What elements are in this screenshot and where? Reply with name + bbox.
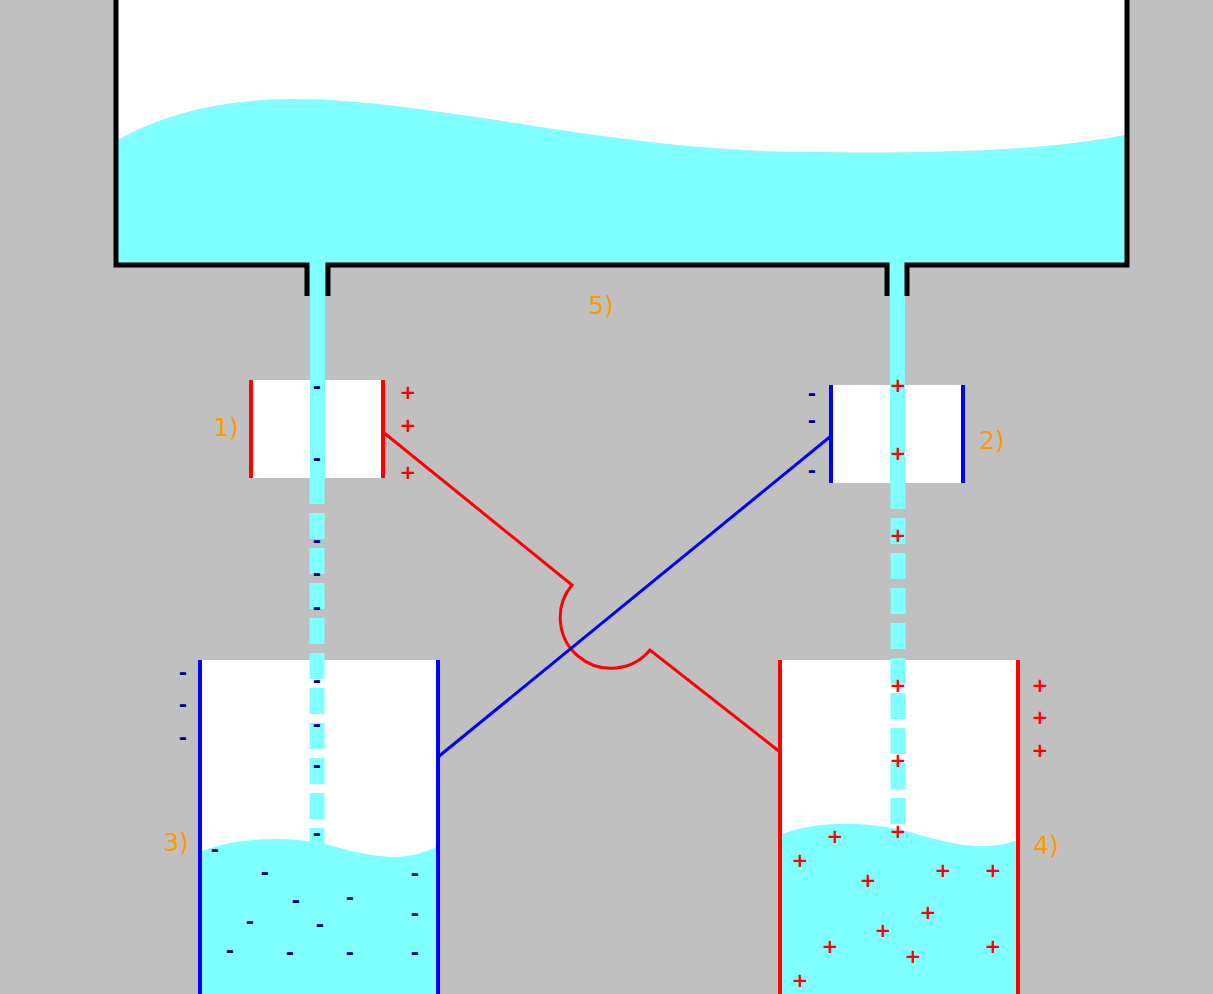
charge-sign: - [179, 727, 187, 747]
bucket-3-wall [436, 660, 440, 994]
tank-air [118, 0, 1125, 152]
charge-sign: + [1032, 675, 1049, 695]
charge-sign: + [935, 860, 952, 880]
charge-sign: - [292, 890, 300, 910]
charge-sign: - [808, 410, 816, 430]
callout-number: 4) [1033, 833, 1059, 858]
charge-sign: + [860, 870, 877, 890]
charge-sign: - [286, 942, 294, 962]
ring-1-wall [381, 380, 385, 478]
right-drops [891, 483, 906, 838]
charge-sign: + [792, 850, 809, 870]
callout-number: 5) [588, 293, 614, 318]
charge-sign: - [211, 839, 219, 859]
charge-sign: + [400, 415, 417, 435]
charge-sign: - [179, 694, 187, 714]
charge-sign: - [313, 448, 321, 468]
charge-sign: - [179, 662, 187, 682]
charge-sign: - [261, 862, 269, 882]
charge-sign: + [985, 860, 1002, 880]
charge-sign: - [808, 383, 816, 403]
charge-sign: - [346, 887, 354, 907]
tank-outline [116, 0, 1127, 296]
charge-sign: - [411, 863, 419, 883]
ring-2 [830, 385, 963, 483]
jet-in-ring-2 [890, 385, 905, 483]
charge-sign: - [313, 714, 321, 734]
charge-sign: + [890, 821, 907, 841]
charge-sign: + [400, 382, 417, 402]
bucket-3-wall [198, 660, 202, 994]
charge-sign: + [827, 826, 844, 846]
charge-sign: - [316, 914, 324, 934]
charge-sign: + [890, 375, 907, 395]
charge-sign: + [890, 443, 907, 463]
charge-sign: + [890, 675, 907, 695]
charge-sign: + [1032, 740, 1049, 760]
charge-sign: - [246, 911, 254, 931]
charge-sign: + [1032, 707, 1049, 727]
ring-1-wall [249, 380, 253, 478]
charge-sign: + [890, 525, 907, 545]
left-jet [310, 263, 325, 383]
charge-sign: - [226, 940, 234, 960]
charge-sign: - [313, 823, 321, 843]
callout-number: 1) [213, 415, 239, 440]
charge-sign: + [875, 920, 892, 940]
charge-sign: + [920, 902, 937, 922]
charge-sign: - [313, 670, 321, 690]
charge-sign: - [313, 563, 321, 583]
charge-sign: - [411, 942, 419, 962]
charge-sign: + [792, 970, 809, 990]
charge-sign: - [313, 597, 321, 617]
charge-sign: + [905, 946, 922, 966]
ring-2-wall [829, 385, 833, 483]
bucket-4-wall [1016, 660, 1020, 994]
red-wire [383, 432, 780, 752]
right-jet [890, 263, 905, 388]
ring-2-wall [961, 385, 965, 483]
charge-sign: - [313, 755, 321, 775]
bucket-3-water [200, 839, 438, 994]
charge-sign: + [890, 750, 907, 770]
blue-wire [438, 436, 831, 757]
bucket-4-water [780, 824, 1018, 994]
charge-sign: + [985, 936, 1002, 956]
charge-sign: - [808, 460, 816, 480]
callout-number: 2) [979, 428, 1005, 453]
charge-sign: - [313, 530, 321, 550]
callout-number: 3) [163, 830, 189, 855]
charge-sign: + [822, 936, 839, 956]
bucket-4-wall [778, 660, 782, 994]
charge-sign: - [411, 903, 419, 923]
charge-sign: + [400, 462, 417, 482]
left-drops [310, 478, 325, 848]
charge-sign: - [346, 942, 354, 962]
charge-sign: - [313, 376, 321, 396]
